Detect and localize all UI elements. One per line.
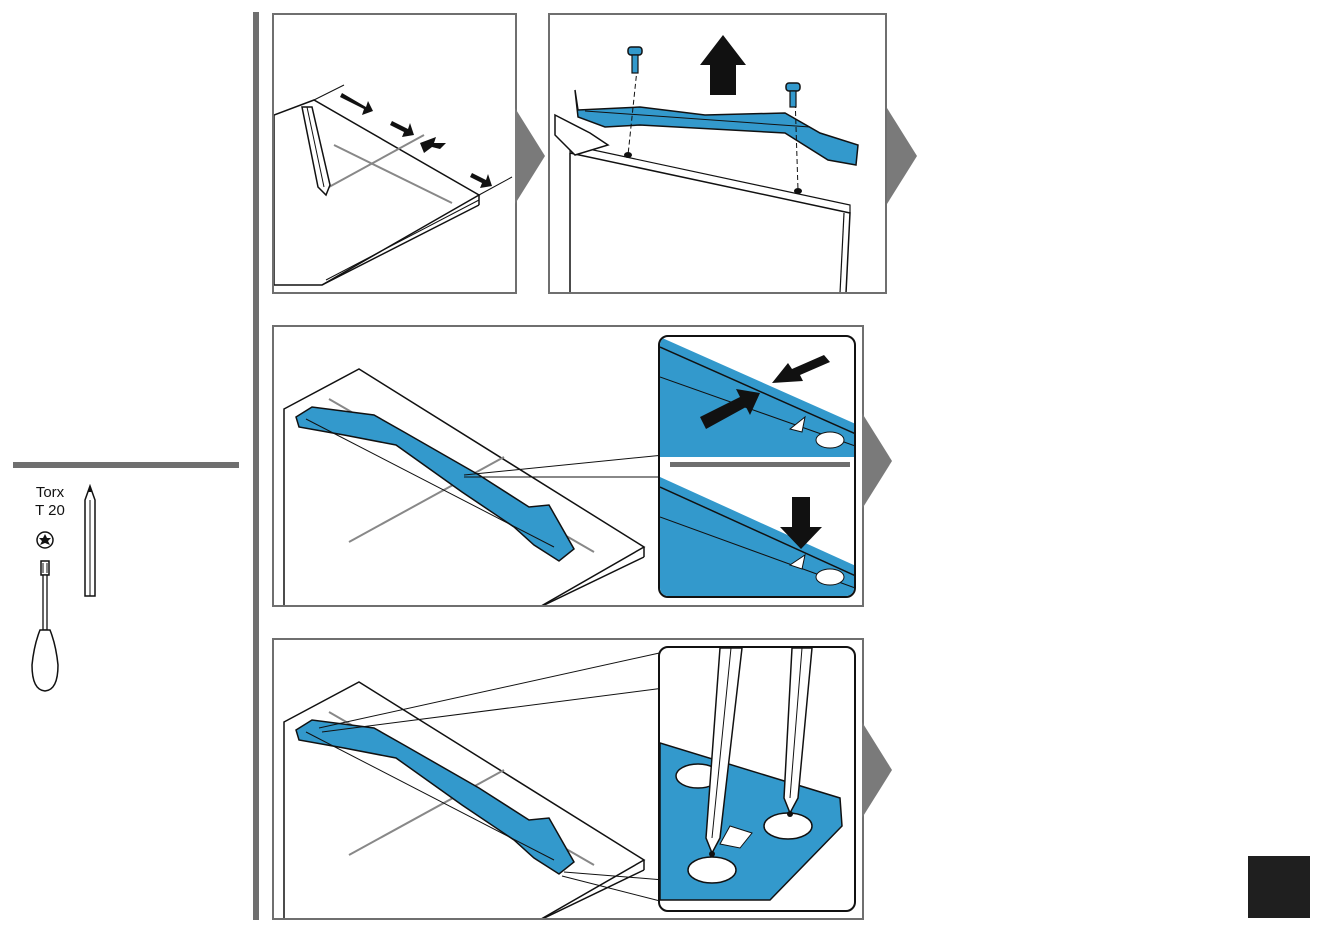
unscrew-illustration [550,15,887,294]
tools-divider [13,462,239,468]
chevron-right-icon [515,108,545,204]
step-panel-unscrew [548,13,887,294]
pencil-icon [80,484,100,600]
chevron-right-icon [887,108,917,204]
step-panel-measure [272,13,517,294]
page-corner-marker [1248,856,1310,918]
torx-screwdriver-icon [20,525,80,695]
mark-detail-illustration [660,648,856,912]
column-divider [253,12,259,920]
detail-inset-align [658,335,856,598]
chevron-right-icon [862,722,892,818]
measure-illustration [274,15,517,294]
chevron-right-icon [862,413,892,509]
detail-inset-mark [658,646,856,912]
torx-label-line2: T 20 [20,502,80,520]
torx-label-line1: Torx [20,484,80,502]
align-detail-illustration [660,337,856,598]
